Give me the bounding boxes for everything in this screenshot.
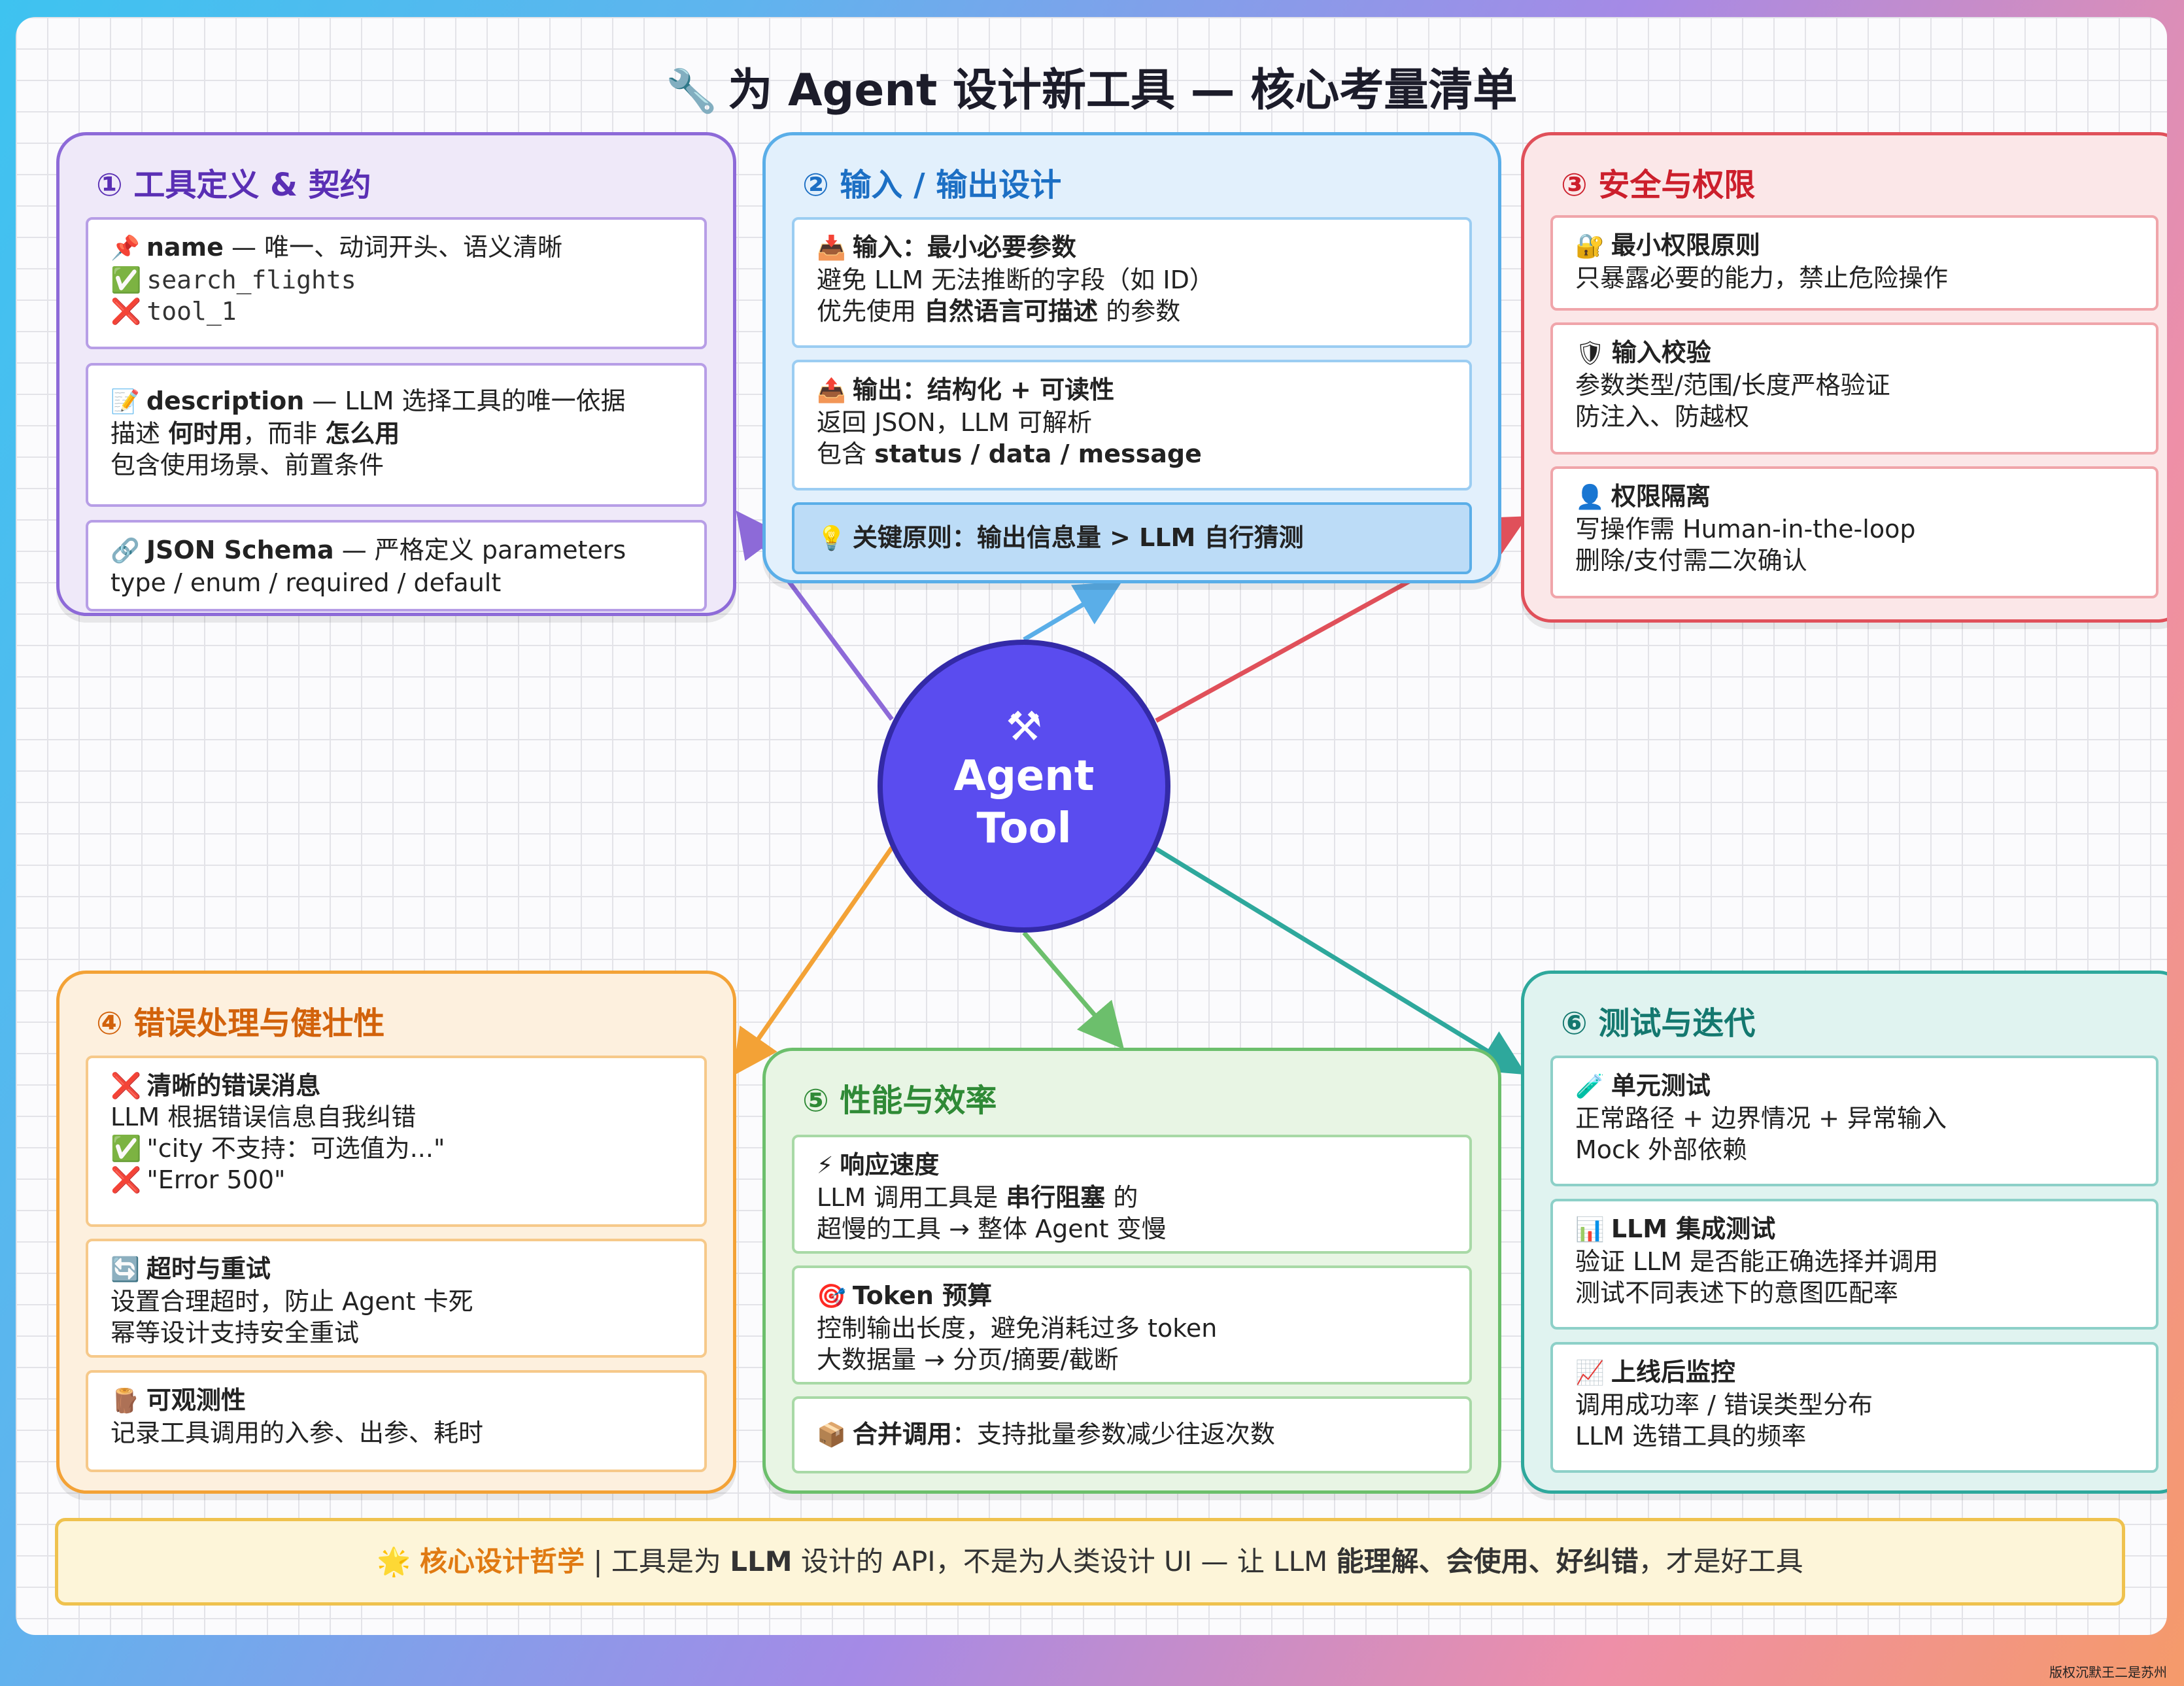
section-title: ② 输入 / 输出设计 [802, 167, 1062, 203]
item-monitoring: 📈上线后监控 调用成功率 / 错误类型分布 LLM 选错工具的频率 [1550, 1342, 2158, 1473]
package-icon: 📦 [817, 1422, 846, 1449]
user-icon: 👤 [1575, 484, 1605, 511]
section-performance: ⑤ 性能与效率 ⚡响应速度 LLM 调用工具是 串行阻塞 的 超慢的工具 → 整… [762, 1048, 1501, 1494]
item-name: 📌name — 唯一、动词开头、语义清晰 ✅search_flights ❌to… [86, 217, 707, 349]
check-icon: ✅ [111, 1134, 142, 1163]
cross-icon: ❌ [111, 1071, 142, 1100]
diagram-canvas: 🔧为 Agent 设计新工具 — 核心考量清单 ① 工具定义 & 契约 📌nam… [16, 17, 2167, 1635]
item-permission-isolation: 👤权限隔离 写操作需 Human-in-the-loop 删除/支付需二次确认 [1550, 466, 2158, 598]
lightbulb-icon: 💡 [817, 525, 846, 552]
memo-icon: 📝 [111, 388, 140, 415]
section-title: ⑥ 测试与迭代 [1561, 1005, 1756, 1042]
item-key-principle: 💡关键原则：输出信息量 > LLM 自行猜测 [792, 502, 1472, 574]
test-tube-icon: 🧪 [1575, 1073, 1605, 1100]
section-title: ⑤ 性能与效率 [802, 1082, 997, 1119]
shield-icon: 🛡 [1575, 340, 1605, 367]
item-description: 📝description — LLM 选择工具的唯一依据 描述 何时用，而非 怎… [86, 363, 707, 507]
retry-icon: 🔄 [111, 1256, 140, 1283]
cross-icon: ❌ [111, 297, 142, 326]
item-output: 📤输出：结构化 + 可读性 返回 JSON，LLM 可解析 包含 status … [792, 360, 1472, 490]
item-clear-errors: ❌清晰的错误消息 LLM 根据错误信息自我纠错 ✅"city 不支持：可选值为.… [86, 1056, 707, 1227]
watermark: 版权沉默王二是苏州 [2049, 1664, 2167, 1680]
section-tool-definition: ① 工具定义 & 契约 📌name — 唯一、动词开头、语义清晰 ✅search… [56, 132, 736, 616]
pushpin-icon: 📌 [111, 235, 140, 262]
item-input-validation: 🛡输入校验 参数类型/范围/长度严格验证 防注入、防越权 [1550, 322, 2158, 455]
sparkle-icon: 🌟 [377, 1545, 411, 1577]
bar-chart-icon: 📊 [1575, 1216, 1605, 1243]
section-title: ① 工具定义 & 契约 [96, 167, 371, 203]
philosophy-banner: 🌟 核心设计哲学 | 工具是为 LLM 设计的 API，不是为人类设计 UI —… [55, 1518, 2125, 1606]
cross-icon: ❌ [111, 1165, 142, 1194]
hammer-wrench-icon: ⚒ [1006, 702, 1042, 750]
section-testing: ⑥ 测试与迭代 🧪单元测试 正常路径 + 边界情况 + 异常输入 Mock 外部… [1521, 971, 2167, 1494]
trend-chart-icon: 📈 [1575, 1360, 1605, 1386]
item-unit-tests: 🧪单元测试 正常路径 + 边界情况 + 异常输入 Mock 外部依赖 [1550, 1056, 2158, 1186]
inbox-icon: 📥 [817, 235, 846, 262]
check-icon: ✅ [111, 266, 142, 294]
target-icon: 🎯 [817, 1283, 846, 1310]
wrench-icon: 🔧 [665, 67, 718, 116]
agent-tool-hub: ⚒ Agent Tool [878, 640, 1170, 933]
outbox-icon: 📤 [817, 377, 846, 404]
item-least-privilege: 🔐最小权限原则 只暴露必要的能力，禁止危险操作 [1550, 215, 2158, 311]
item-batch-calls: 📦合并调用：支持批量参数减少往返次数 [792, 1396, 1472, 1473]
link-icon: 🔗 [111, 538, 140, 564]
section-io-design: ② 输入 / 输出设计 📥输入：最小必要参数 避免 LLM 无法推断的字段（如 … [762, 132, 1501, 583]
item-timeout-retry: 🔄超时与重试 设置合理超时，防止 Agent 卡死 幂等设计支持安全重试 [86, 1239, 707, 1358]
page-title: 🔧为 Agent 设计新工具 — 核心考量清单 [665, 65, 1518, 116]
section-error-handling: ④ 错误处理与健壮性 ❌清晰的错误消息 LLM 根据错误信息自我纠错 ✅"cit… [56, 971, 736, 1494]
lightning-icon: ⚡ [817, 1152, 834, 1179]
item-token-budget: 🎯Token 预算 控制输出长度，避免消耗过多 token 大数据量 → 分页/… [792, 1265, 1472, 1385]
lock-icon: 🔐 [1575, 233, 1605, 260]
arrow-to-testing [1155, 847, 1526, 1075]
arrow-to-errors [732, 846, 894, 1076]
section-title: ④ 错误处理与健壮性 [96, 1005, 385, 1042]
arrow-to-performance [1022, 931, 1125, 1050]
item-input: 📥输入：最小必要参数 避免 LLM 无法推断的字段（如 ID） 优先使用 自然语… [792, 217, 1472, 348]
section-security: ③ 安全与权限 🔐最小权限原则 只暴露必要的能力，禁止危险操作 🛡输入校验 参数… [1521, 132, 2167, 623]
arrow-to-io [1023, 581, 1123, 642]
section-title: ③ 安全与权限 [1561, 167, 1756, 203]
item-response-speed: ⚡响应速度 LLM 调用工具是 串行阻塞 的 超慢的工具 → 整体 Agent … [792, 1135, 1472, 1254]
item-json-schema: 🔗JSON Schema — 严格定义 parameters type / en… [86, 520, 707, 611]
item-llm-integration-tests: 📊LLM 集成测试 验证 LLM 是否能正确选择并调用 测试不同表述下的意图匹配… [1550, 1199, 2158, 1330]
log-icon: 🪵 [111, 1388, 140, 1415]
item-observability: 🪵可观测性 记录工具调用的入参、出参、耗时 [86, 1370, 707, 1472]
